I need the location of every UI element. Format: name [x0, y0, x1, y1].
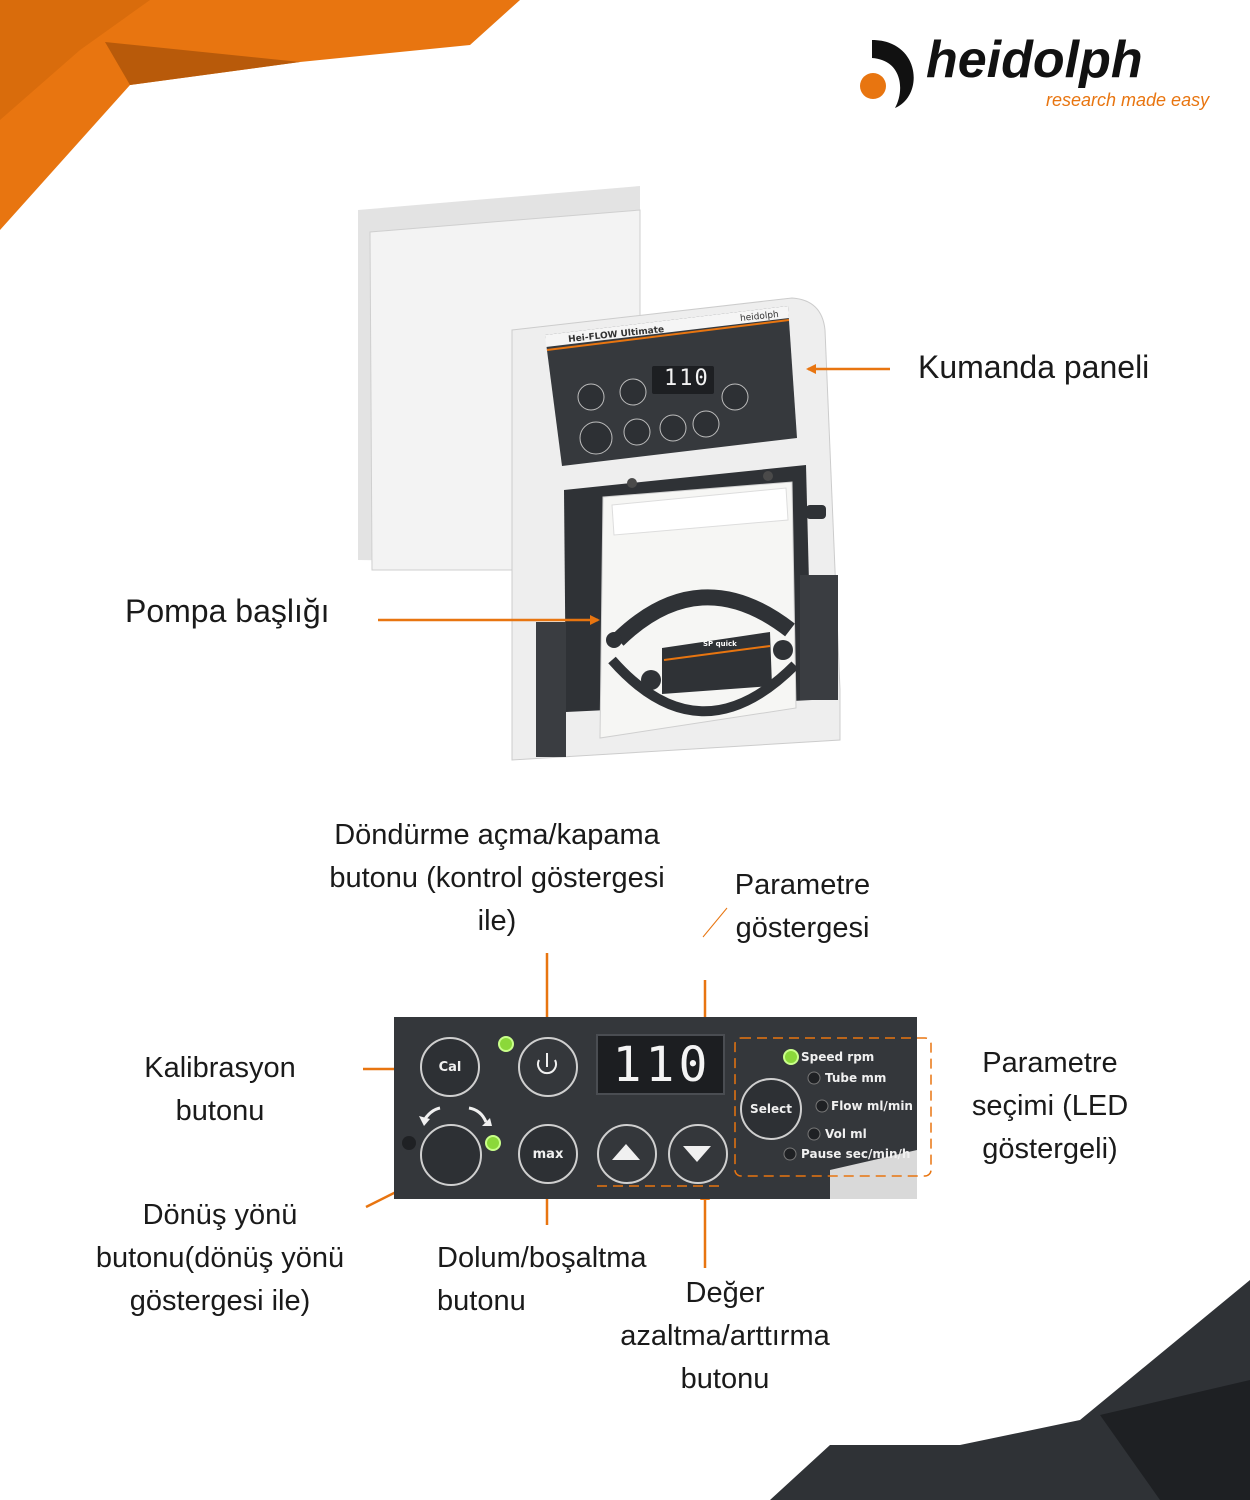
label-rotation-toggle: Döndürme açma/kapama butonu (kontrol gös…	[329, 819, 665, 937]
param-tube: Tube mm	[825, 1071, 887, 1085]
label-value-change: Değer azaltma/arttırma butonu	[620, 1277, 830, 1395]
cal-button-label: Cal	[438, 1059, 462, 1075]
power-button[interactable]	[518, 1037, 578, 1097]
parameter-display-value: 110	[612, 1037, 712, 1093]
select-button[interactable]: Select	[740, 1078, 802, 1140]
decrease-button[interactable]	[668, 1124, 728, 1184]
power-indicator-led	[498, 1036, 514, 1052]
label-calibration: Kalibrasyon butonu	[144, 1052, 296, 1127]
brand-name: heidolph	[926, 31, 1143, 89]
label-fill-drain: Dolum/boşaltma butonu	[437, 1242, 647, 1317]
direction-indicator-led	[485, 1135, 501, 1151]
param-pause: Pause sec/min/h	[801, 1147, 911, 1161]
param-speed: Speed rpm	[801, 1050, 875, 1064]
direction-button[interactable]	[420, 1124, 482, 1186]
label-direction: Dönüş yönü butonu(dönüş yönü göstergesi …	[95, 1199, 345, 1317]
param-flow: Flow ml/min	[831, 1099, 913, 1113]
device-head-label: SP quick	[703, 640, 737, 648]
label-parameter-display: Parametre göstergesi	[734, 869, 871, 944]
brand-tagline: research made easy	[1046, 90, 1210, 110]
label-parameter-select: Parametre seçimi (LED göstergeli)	[971, 1047, 1129, 1165]
cal-button[interactable]: Cal	[420, 1037, 480, 1097]
device-display-readout: 110	[664, 366, 710, 391]
select-button-label: Select	[750, 1102, 792, 1116]
max-button-label: max	[532, 1146, 564, 1162]
increase-button[interactable]	[597, 1124, 657, 1184]
param-vol: Vol ml	[825, 1127, 867, 1141]
max-button[interactable]: max	[518, 1124, 578, 1184]
label-control-panel: Kumanda paneli	[918, 349, 1150, 385]
parameter-display: 110	[606, 1036, 718, 1094]
label-pump-head: Pompa başlığı	[125, 593, 330, 629]
